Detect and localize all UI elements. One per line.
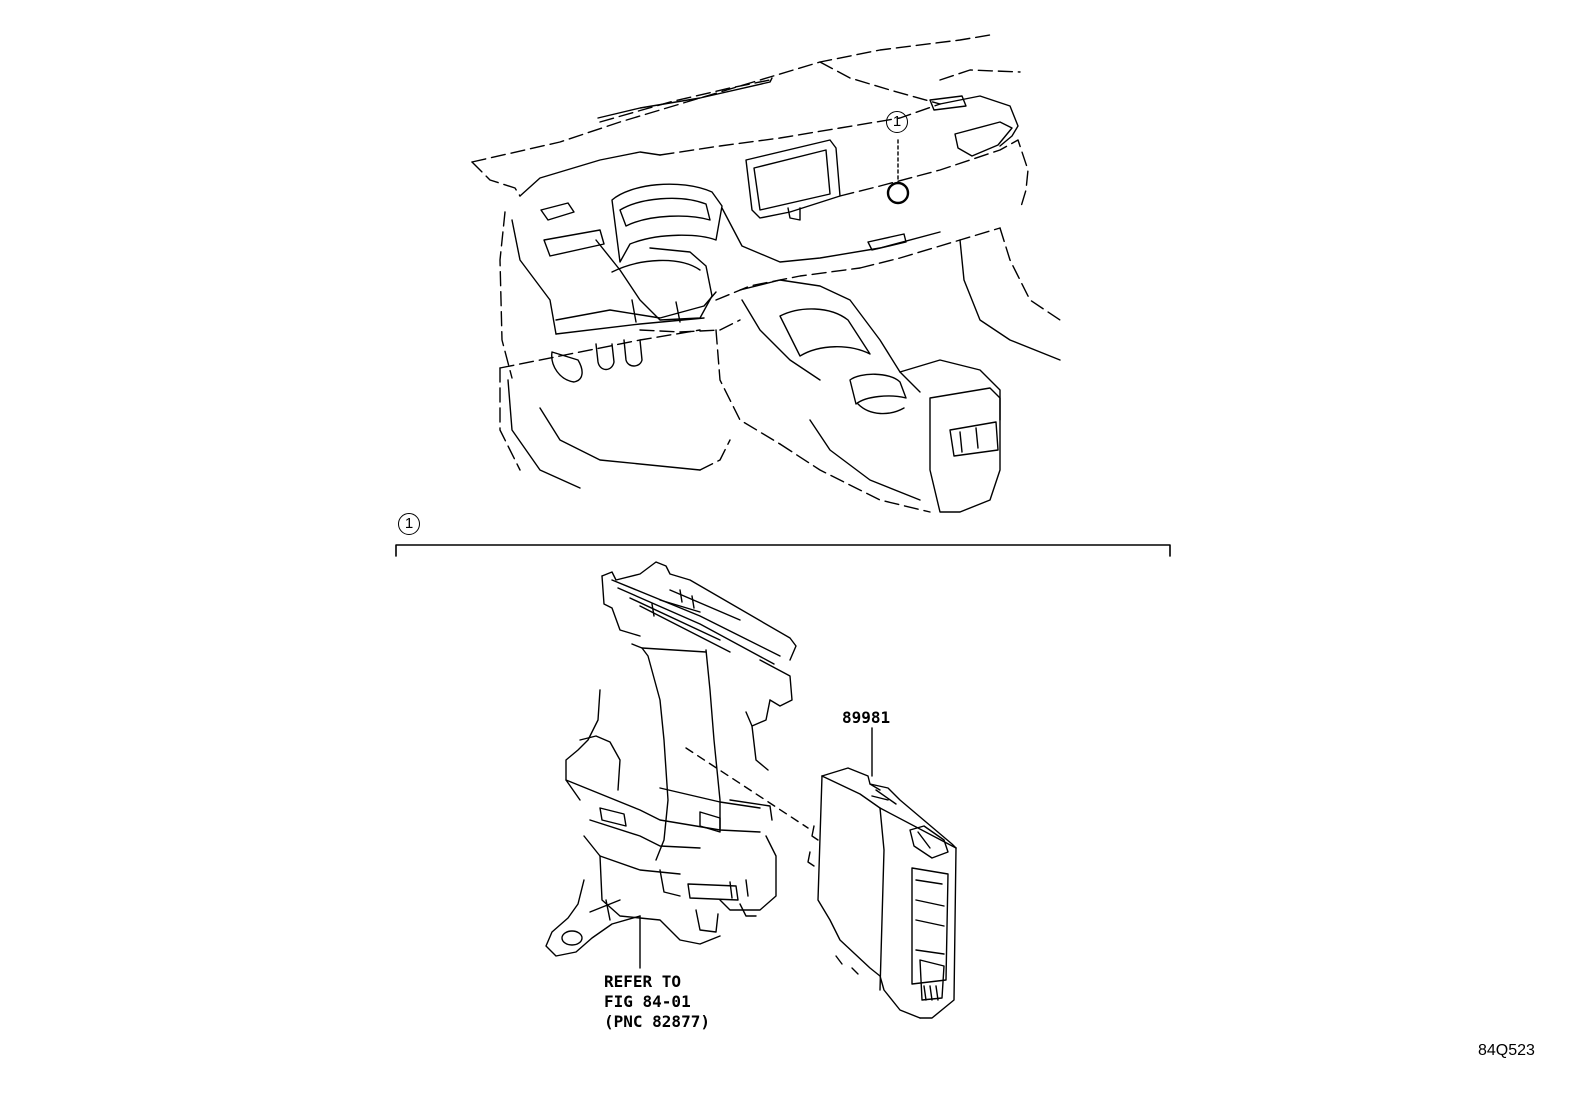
dashboard-overview [471, 34, 1061, 513]
relay-block-bracket [545, 561, 797, 969]
section-bracket [395, 544, 1171, 557]
refer-label-line2: FIG 84-01 [604, 992, 691, 1011]
part-number-label: 89981 [842, 708, 891, 727]
installation-leader [685, 747, 809, 829]
callout-1-top: 1 [886, 111, 908, 133]
figure-code: 84Q523 [1478, 1042, 1535, 1059]
refer-label-line1: REFER TO [604, 972, 682, 991]
control-module [807, 767, 957, 1019]
refer-label-line3: (PNC 82877) [604, 1012, 710, 1031]
callout-1-section: 1 [398, 513, 420, 535]
